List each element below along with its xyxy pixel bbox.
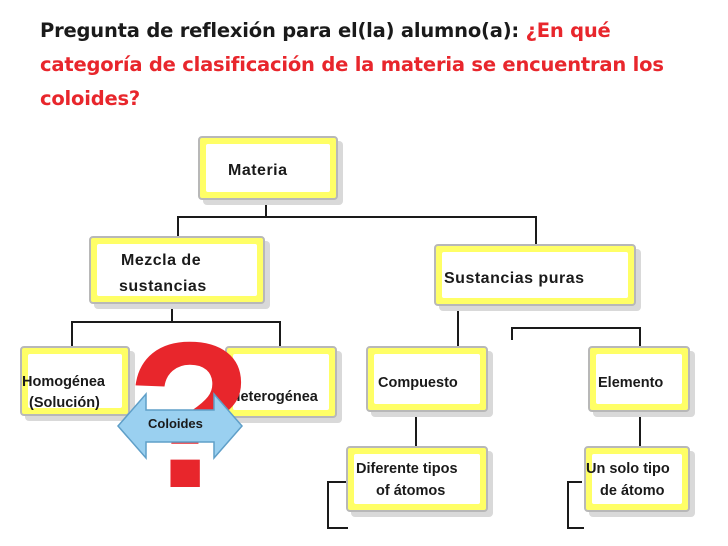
box-homogenea [20, 346, 130, 416]
box-elemento [588, 346, 690, 412]
box-un-solo-tipo [584, 446, 690, 512]
box-materia [198, 136, 338, 200]
label-unsolo-1: Un solo tipo [586, 461, 670, 477]
label-elemento: Elemento [598, 375, 664, 391]
label-diferente-2: of átomos [376, 483, 446, 499]
label-sustancias-puras: Sustancias puras [444, 270, 585, 287]
box-mezcla [89, 236, 265, 304]
line-puras-elemento [511, 327, 641, 350]
line-mezcla-branches [71, 321, 281, 350]
box-compuesto [366, 346, 488, 412]
label-diferente-1: Diferente tipos [356, 461, 458, 477]
question-highlight: ¿En qué categoría de clasificación de la… [40, 19, 664, 110]
label-homogenea-2: (Solución) [29, 395, 100, 411]
reflection-question: Pregunta de reflexión para el(la) alumno… [40, 14, 700, 116]
box-sustancias-puras [434, 244, 636, 306]
label-heterogenea: Heterogénea [230, 389, 318, 405]
label-homogenea-1: Homogénea [22, 374, 105, 390]
label-mezcla-1: Mezcla de [121, 252, 202, 269]
bracket-compuesto [327, 481, 348, 529]
label-coloides: Coloides [148, 416, 203, 431]
label-mezcla-2: sustancias [119, 278, 207, 295]
label-compuesto: Compuesto [378, 375, 458, 391]
double-arrow-icon [117, 392, 243, 460]
bracket-elemento [567, 481, 584, 529]
box-heterogenea [225, 346, 337, 418]
line-materia-branches [177, 216, 537, 245]
question-lead: Pregunta de reflexión para el(la) alumno… [40, 19, 526, 42]
label-materia: Materia [228, 162, 288, 179]
box-diferente-tipos [346, 446, 488, 512]
label-unsolo-2: de átomo [600, 483, 665, 499]
